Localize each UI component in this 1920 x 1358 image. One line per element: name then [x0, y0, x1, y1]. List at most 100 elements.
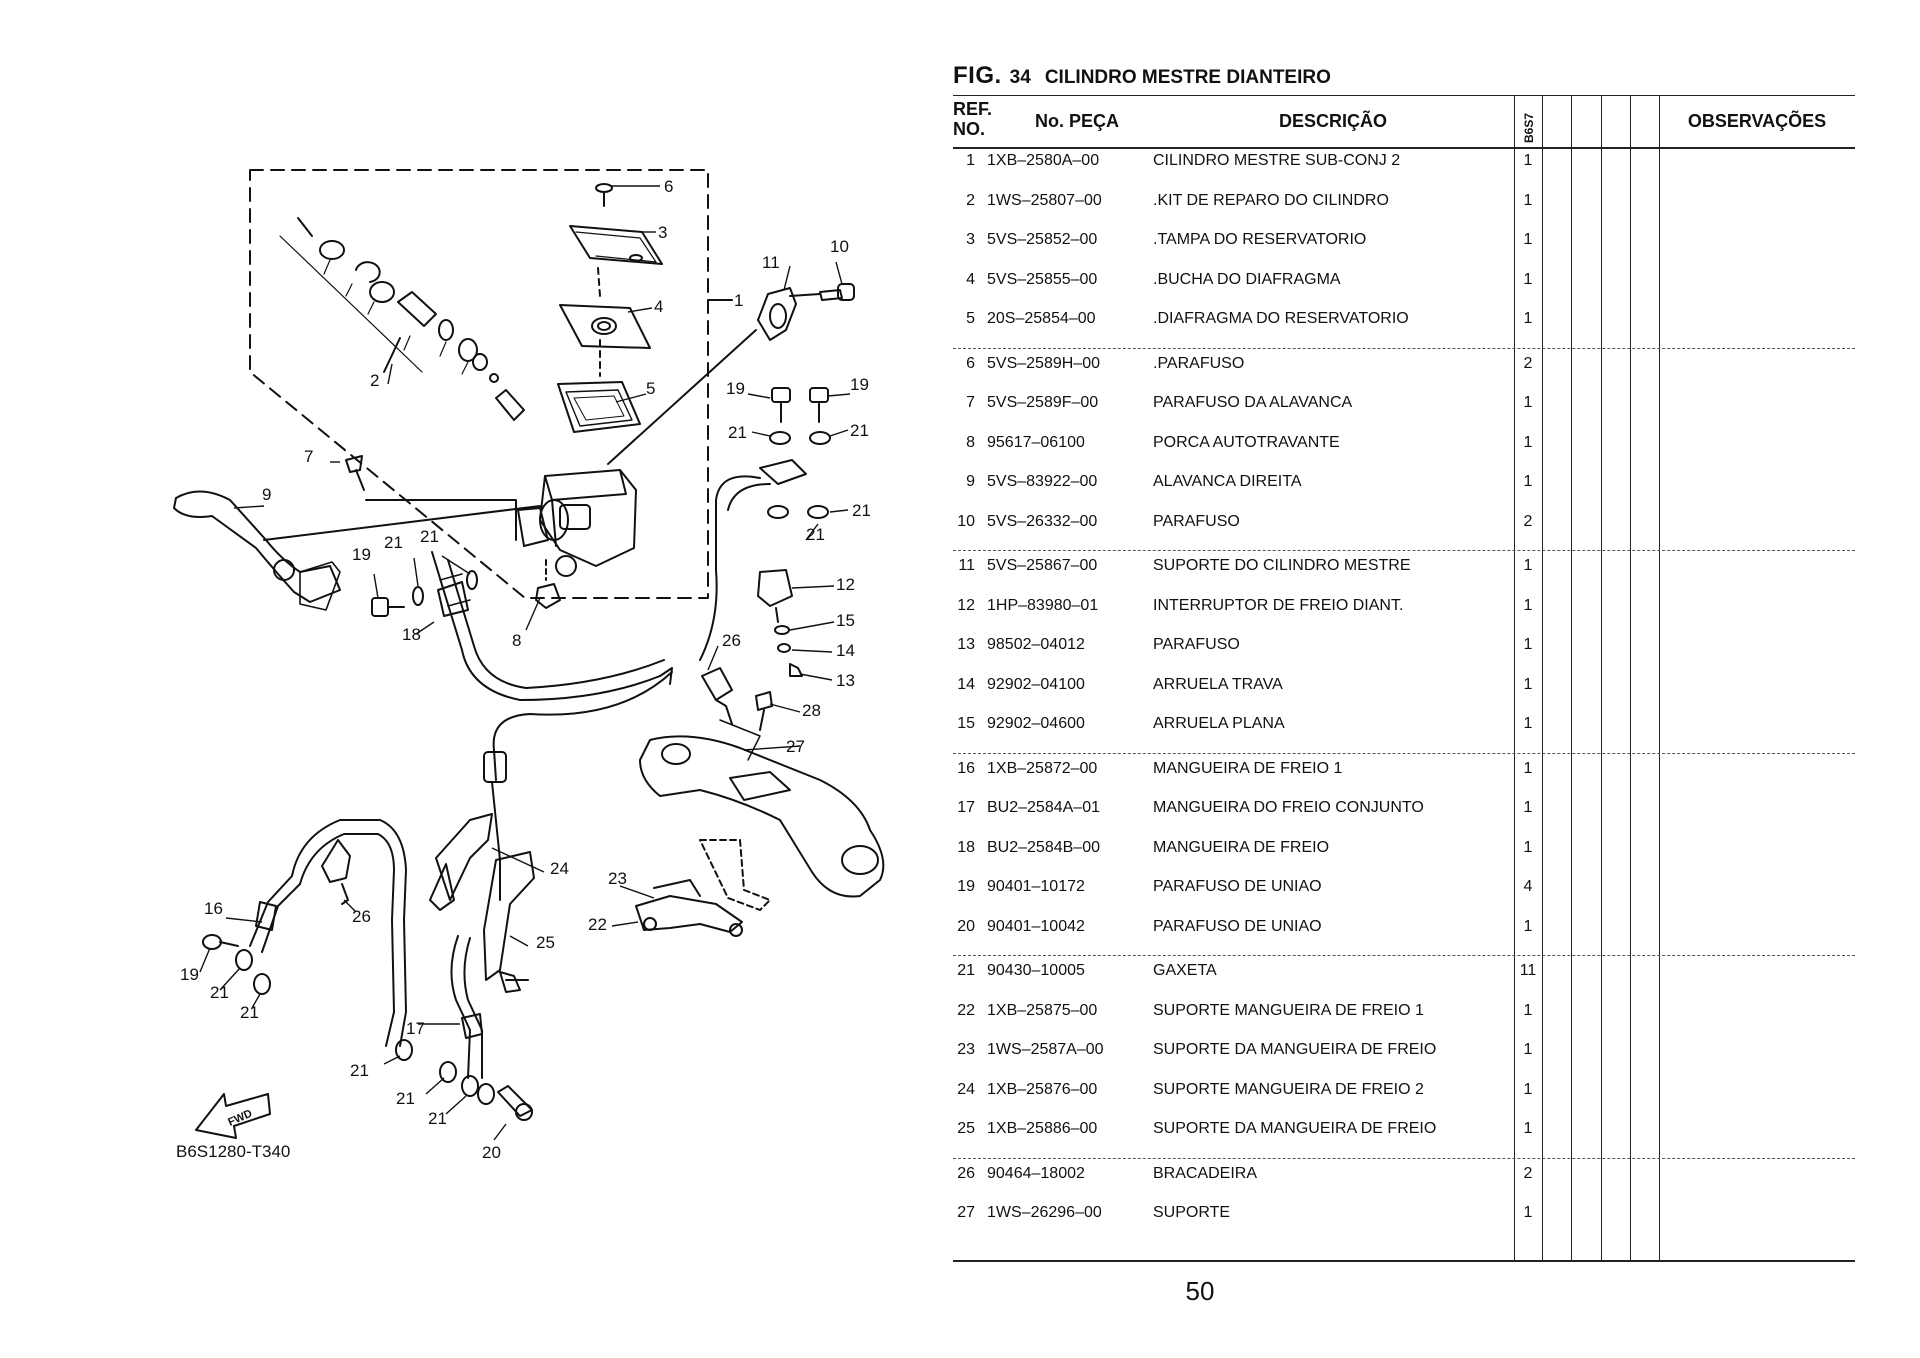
- row-part-number: 5VS–25867–00: [987, 557, 1098, 574]
- callout-5: 5: [646, 379, 655, 398]
- row-quantity: 1: [1523, 191, 1533, 209]
- row-ref: 9: [966, 473, 975, 490]
- row-ref: 2: [966, 191, 975, 209]
- row-quantity: 1: [1523, 310, 1533, 327]
- row-description: PARAFUSO DE UNIAO: [1153, 917, 1322, 935]
- table-bottom-rule: [953, 1260, 1855, 1262]
- row-ref: 17: [957, 799, 975, 816]
- callout-25: 25: [536, 933, 555, 952]
- row-quantity: 2: [1523, 512, 1533, 530]
- callout-19: 19: [180, 965, 199, 984]
- group-separator: [953, 550, 1855, 551]
- row-ref: 11: [958, 557, 975, 574]
- row-description: MANGUEIRA DE FREIO 1: [1153, 759, 1343, 777]
- row-quantity: 1: [1523, 1204, 1533, 1221]
- callout-21: 21: [850, 421, 869, 440]
- callout-8: 8: [512, 631, 521, 650]
- piston-kit-shape: [279, 217, 525, 421]
- diaphragm-shape: [557, 381, 641, 433]
- parts-table: REF. NO. No. PEÇA DESCRIÇÃO B6S7 OBSERVA…: [953, 95, 1855, 1262]
- row-description: ALAVANCA DIREITA: [1153, 473, 1302, 490]
- row-ref: 24: [957, 1080, 975, 1098]
- col-divider-blank-3: [1630, 95, 1631, 1260]
- header-ref: REF. NO.: [953, 99, 993, 139]
- row-quantity: 1: [1523, 799, 1533, 816]
- row-description: MANGUEIRA DO FREIO CONJUNTO: [1153, 799, 1424, 816]
- row-part-number: 1HP–83980–01: [987, 596, 1099, 614]
- callout-2: 2: [370, 371, 379, 390]
- row-description: ARRUELA TRAVA: [1153, 675, 1283, 693]
- col-divider-blank-2: [1601, 95, 1602, 1260]
- callout-17: 17: [406, 1019, 425, 1038]
- row-quantity: 1: [1523, 596, 1533, 614]
- figure-title: CILINDRO MESTRE DIANTEIRO: [1044, 67, 1331, 88]
- callout-12: 12: [836, 575, 855, 594]
- callout-26: 26: [722, 631, 741, 650]
- header-model-code: B6S7: [1522, 112, 1536, 143]
- callout-11: 11: [762, 253, 780, 272]
- callout-1: 1: [734, 291, 743, 310]
- row-description: INTERRUPTOR DE FREIO DIANT.: [1153, 596, 1404, 614]
- row-ref: 15: [957, 715, 975, 732]
- row-part-number: 92902–04100: [987, 675, 1085, 693]
- clamp-shape: [757, 287, 797, 341]
- callout-21: 21: [396, 1089, 415, 1108]
- row-ref: 4: [966, 270, 975, 288]
- row-description: SUPORTE DO CILINDRO MESTRE: [1153, 557, 1411, 574]
- row-part-number: 1XB–2580A–00: [987, 152, 1100, 169]
- header-part-number: No. PEÇA: [1035, 111, 1120, 131]
- row-description: ARRUELA PLANA: [1153, 715, 1285, 732]
- fork-bridge-shape: [639, 735, 885, 898]
- row-description: SUPORTE MANGUEIRA DE FREIO 2: [1153, 1080, 1424, 1098]
- row-description: CILINDRO MESTRE SUB-CONJ 2: [1153, 152, 1401, 169]
- row-part-number: BU2–2584A–01: [987, 799, 1100, 816]
- callout-21: 21: [420, 527, 439, 546]
- row-description: .DIAFRAGMA DO RESERVATORIO: [1153, 310, 1409, 327]
- row-ref: 10: [957, 512, 975, 530]
- row-description: .PARAFUSO: [1153, 354, 1245, 372]
- row-part-number: 95617–06100: [987, 433, 1085, 451]
- row-quantity: 1: [1523, 557, 1533, 574]
- callout-21: 21: [806, 525, 825, 544]
- row-ref: 12: [957, 596, 975, 614]
- row-quantity: 1: [1523, 636, 1533, 653]
- row-ref: 19: [957, 878, 975, 895]
- row-quantity: 4: [1523, 878, 1533, 895]
- row-ref: 5: [966, 310, 975, 327]
- row-quantity: 1: [1523, 675, 1533, 693]
- table-top-rule: [953, 95, 1855, 96]
- row-ref: 25: [957, 1120, 975, 1137]
- exploded-parts-diagram: 6 3 4 5 1 2 7 9 8 10 11 19 19 21 21 21 2…: [173, 169, 885, 1162]
- subassembly-boundary: [249, 169, 709, 599]
- row-description: .KIT DE REPARO DO CILINDRO: [1153, 191, 1389, 209]
- reservoir-cap-shape: [569, 225, 663, 265]
- row-part-number: 90464–18002: [987, 1164, 1085, 1182]
- row-description: PARAFUSO DE UNIAO: [1153, 878, 1322, 895]
- callout-9: 9: [262, 485, 271, 504]
- callout-22: 22: [588, 915, 607, 934]
- col-divider-remarks: [1659, 95, 1660, 1260]
- group-separator: [953, 347, 1855, 349]
- row-ref: 16: [957, 759, 975, 777]
- row-ref: 21: [957, 962, 975, 979]
- row-ref: 7: [966, 394, 975, 411]
- row-part-number: 1XB–25872–00: [987, 759, 1098, 777]
- row-ref: 3: [966, 231, 975, 248]
- row-part-number: 90430–10005: [987, 962, 1085, 979]
- row-description: PARAFUSO: [1153, 512, 1240, 530]
- row-part-number: 5VS–25852–00: [987, 231, 1098, 248]
- row-description: .TAMPA DO RESERVATORIO: [1153, 231, 1367, 248]
- callout-21: 21: [428, 1109, 447, 1128]
- callout-21: 21: [240, 1003, 259, 1022]
- row-ref: 1: [966, 152, 975, 169]
- callout-14: 14: [836, 641, 855, 660]
